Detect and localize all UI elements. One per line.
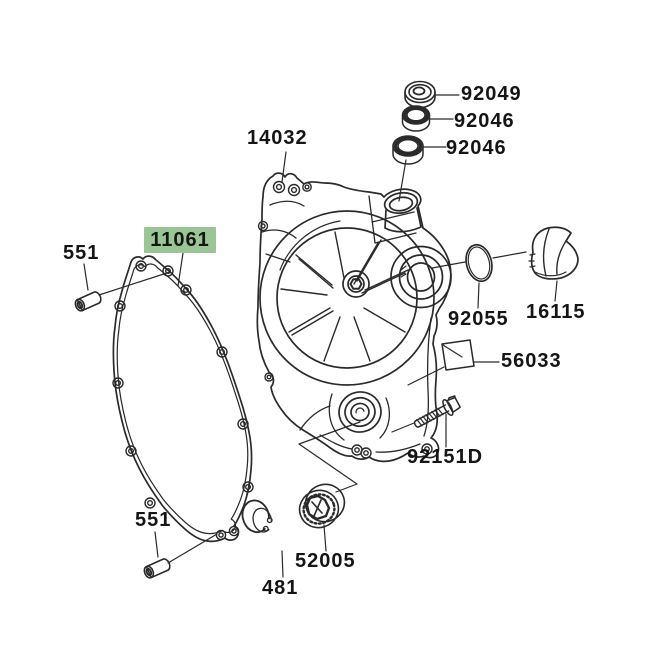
sight-glass-drawing [298, 483, 346, 529]
clutch-cover-drawing [256, 172, 452, 463]
filler-neck [368, 191, 422, 244]
part-label-bearing-lower: 92046 [446, 137, 507, 159]
part-label-dowel-pin-upper: 551 [63, 242, 100, 264]
cover-detail-lines [261, 200, 432, 453]
clutch-housing-face [259, 210, 435, 386]
gasket-drawing [112, 255, 254, 543]
part-label-dowel-pin-lower: 551 [135, 509, 172, 531]
flange-bolt-drawing [413, 395, 461, 428]
dowel-pin-upper-drawing [74, 291, 102, 312]
oil-seal-drawing [404, 80, 436, 109]
part-label-caution-plate: 56033 [501, 350, 562, 372]
cover-bolt-holes [257, 180, 433, 459]
sight-glass-opening [338, 391, 382, 433]
part-label-bearing-upper: 92046 [454, 110, 515, 132]
part-label-oil-sight-glass: 52005 [295, 550, 356, 572]
o-ring-drawing [465, 243, 493, 283]
part-label-oil-seal: 92049 [461, 83, 522, 105]
part-label-clutch-cover: 14032 [247, 127, 308, 149]
filler-cap-drawing [528, 226, 579, 280]
bearing-upper-drawing [401, 105, 431, 132]
leader-lines [83, 94, 558, 578]
caution-plate-drawing [441, 339, 475, 371]
part-label-cover-gasket-highlighted: 11061 [144, 227, 216, 253]
bearing-lower-drawing [392, 135, 424, 165]
part-label-circlip: 481 [262, 577, 299, 599]
part-label-o-ring: 92055 [448, 308, 509, 330]
gasket-bolt-holes [112, 260, 254, 541]
circlip-drawing [241, 499, 273, 533]
release-boss [390, 245, 452, 309]
part-label-oil-filler-cap: 16115 [526, 301, 586, 323]
part-label-flange-bolt: 92151D [407, 446, 484, 468]
dowel-pin-lower-drawing [143, 558, 171, 579]
